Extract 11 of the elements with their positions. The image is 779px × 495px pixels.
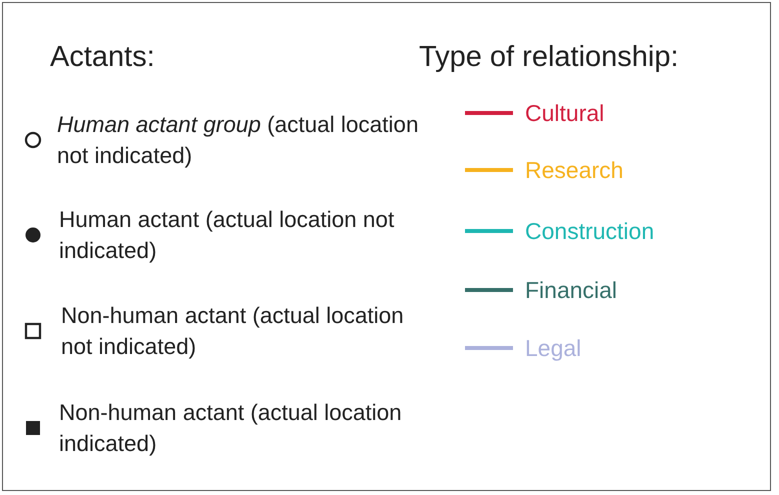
legend-heading: Type of relationship:: [419, 41, 679, 74]
legend-heading: Actants:: [50, 41, 155, 74]
legend-text: Research: [525, 156, 624, 185]
legend-text: Financial: [525, 276, 618, 305]
legend-text: Non-human actant (actual location indicated): [59, 399, 403, 458]
legend-text: Human actant (actual location not indicated): [59, 206, 396, 265]
legend-text: Non-human actant (actual location not indicated): [61, 302, 405, 361]
legend-text: Legal: [525, 334, 582, 363]
legend-text: Cultural: [525, 99, 604, 128]
legend-text: Human actant group (actual location not indicated): [57, 111, 420, 170]
legend-text: Construction: [525, 217, 654, 246]
